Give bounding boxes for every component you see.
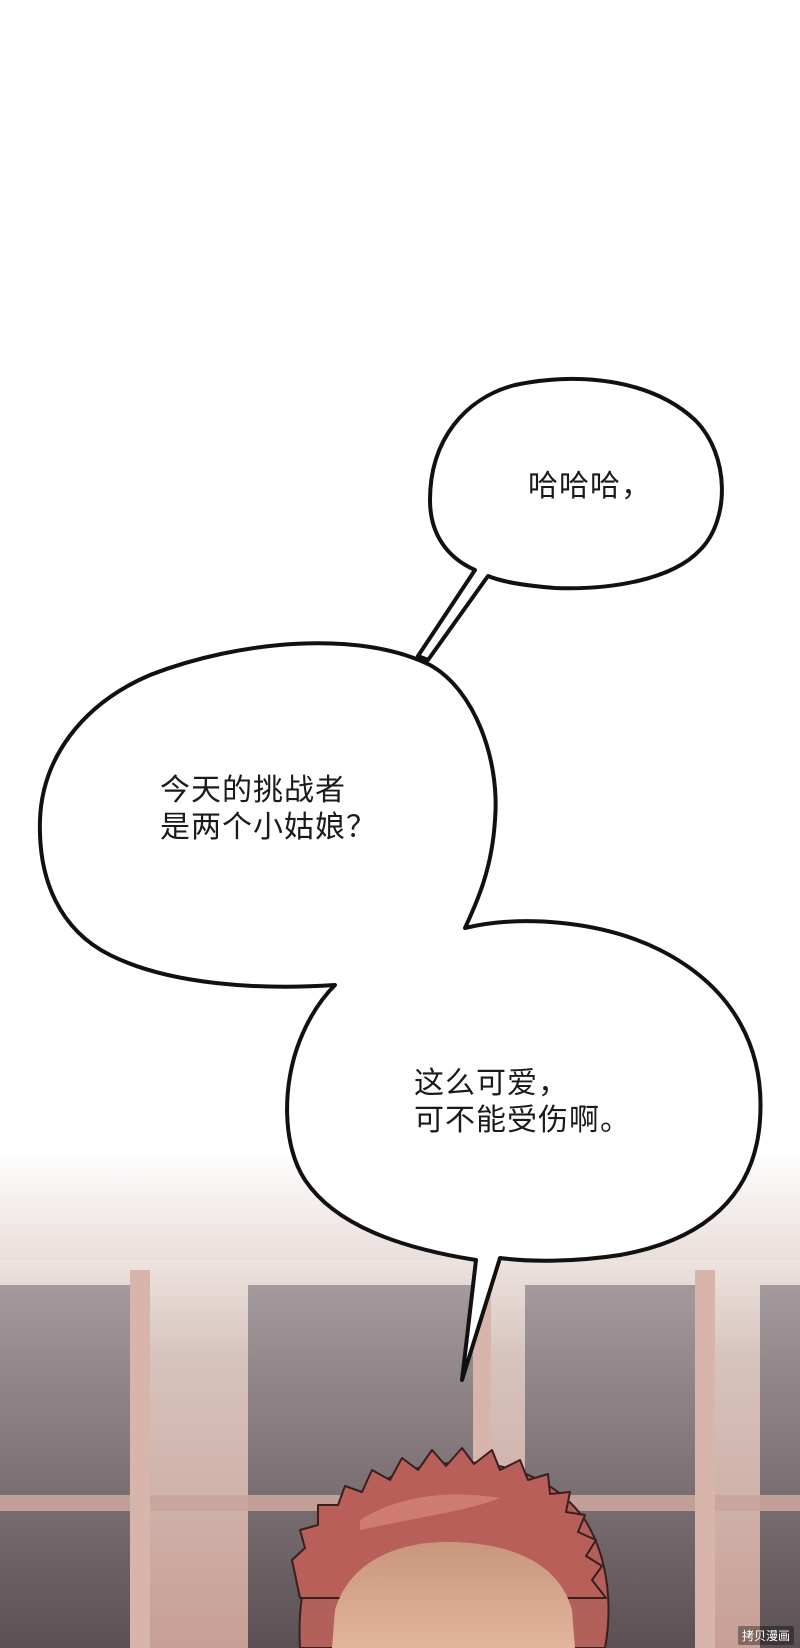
window-far-right: [760, 1285, 800, 1648]
bubble-challengers-line-2: 是两个小姑娘？: [160, 810, 377, 845]
speech-bubbles: [37, 376, 763, 1382]
window-left: [0, 1285, 130, 1648]
bubble-cute-line-2: 可不能受伤啊。: [414, 1103, 631, 1138]
bubble-challengers: 今天的挑战者 是两个小姑娘？: [160, 772, 377, 846]
bubble-laugh: 哈哈哈，: [528, 468, 652, 505]
bubble-cute: 这么可爱， 可不能受伤啊。: [414, 1065, 631, 1139]
bubble-laugh-line-1: 哈哈哈，: [528, 469, 652, 504]
character-head: [291, 1447, 610, 1648]
bubble-laugh-shape: [416, 376, 724, 662]
window-frame-post: [130, 1270, 150, 1648]
bubble-cute-line-1: 这么可爱，: [414, 1066, 569, 1101]
watermark: 拷贝漫画: [737, 1626, 794, 1645]
window-frame-post: [695, 1270, 715, 1648]
hair-highlight: [360, 1494, 500, 1530]
bubble-connected-shape: [37, 641, 763, 1382]
character-forehead: [332, 1541, 575, 1648]
bubble-challengers-line-1: 今天的挑战者: [160, 773, 346, 808]
